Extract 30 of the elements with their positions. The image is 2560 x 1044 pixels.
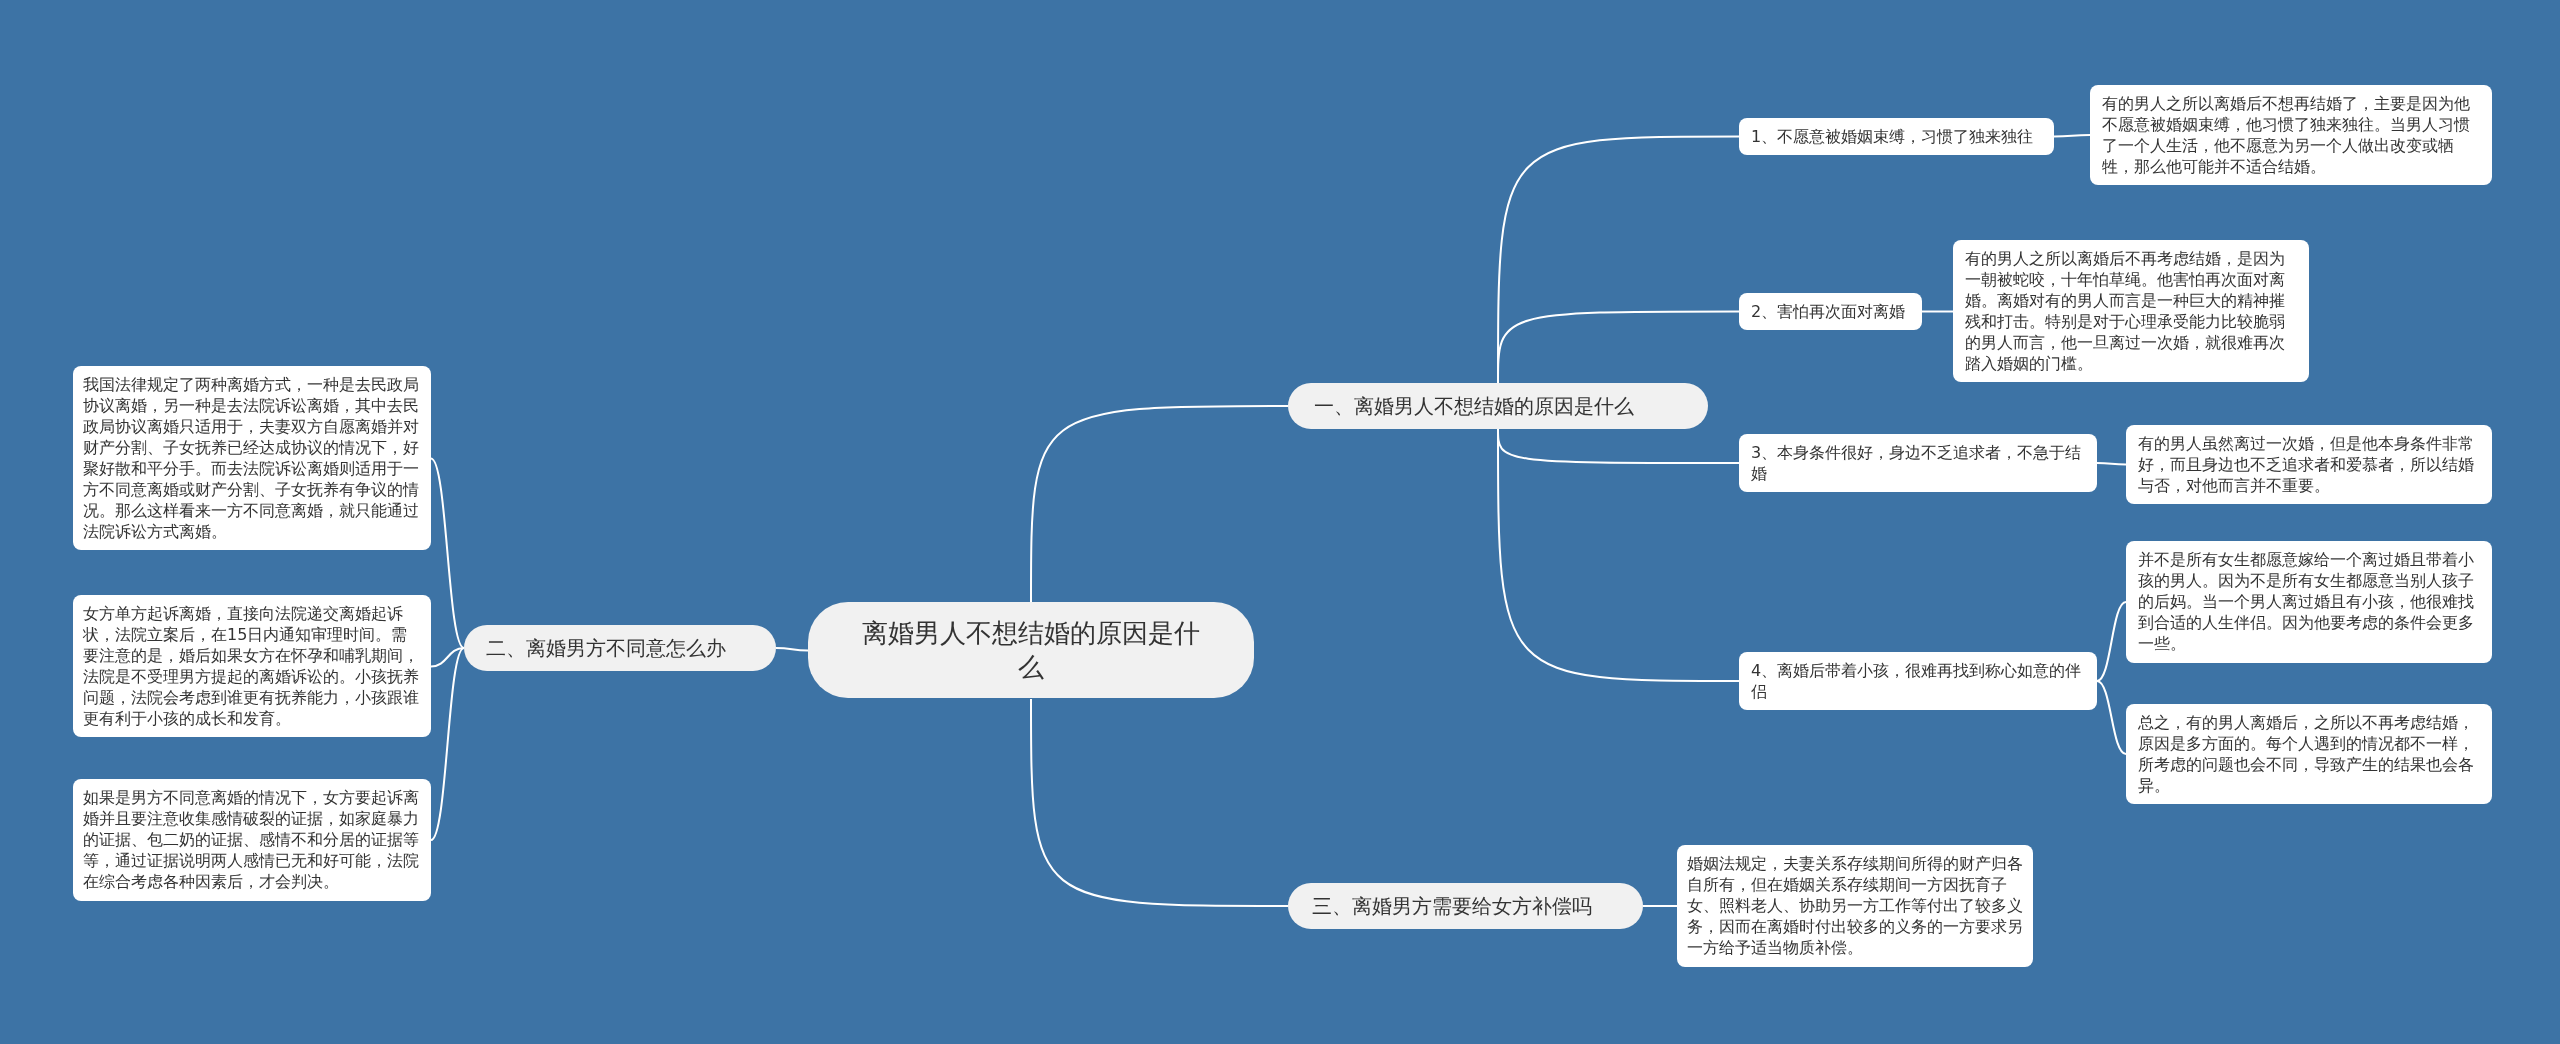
connector-line: [430, 647, 465, 841]
central-topic: 离婚男人不想结婚的原因是什么: [808, 601, 1254, 699]
note-box: 并不是所有女生都愿意嫁给一个离过婚且带着小孩的男人。因为不是所有女生都愿意当别人孩子的后妈。当一个男人离过婚且有小孩，他很难找到合适的人生伴侣。因为他要考虑的条件会更多一些。: [2126, 541, 2492, 663]
note-box: 有的男人之所以离婚后不想再结婚了，主要是因为他不愿意被婚姻束缚，他习惯了独来独往。当男人习惯了一个人生活，他不愿意为另一个人做出改变或牺牲，那么他可能并不适合结婚。: [2090, 85, 2492, 186]
subtopic-box: 2、害怕再次面对离婚: [1739, 292, 1922, 330]
connector-line: [1030, 405, 1289, 603]
connector-line: [2053, 134, 2091, 138]
connector-line: [430, 457, 465, 649]
note-box: 我国法律规定了两种离婚方式，一种是去民政局协议离婚，另一种是去法院诉讼离婚，其中去民政局协议离婚只适用于，夫妻双方自愿离婚并对财产分割、子女抚养已经达成协议的情况下，好聚好散和平分手。而去法院诉讼离婚则适用于一方不同意离婚或财产分割、子女抚养有争议的情况。那么这样看来一方不同意离婚，就只能通过法院诉讼方式离婚。: [73, 365, 431, 551]
note-box: 总之，有的男人离婚后，之所以不再考虑结婚，原因是多方面的。每个人遇到的情况都不一样，所考虑的问题也会不同，导致产生的结果也会各异。: [2126, 704, 2492, 805]
connector-line: [430, 647, 465, 668]
connector-line: [2096, 462, 2127, 466]
note-box: 女方单方起诉离婚，直接向法院递交离婚起诉状，法院立案后，在15日内通知审理时间。需要注意的是，婚后如果女方在怀孕和哺乳期间，法院是不受理男方提起的离婚诉讼的。小孩抚养问题，法院会考虑到谁更有抚养能力，小孩跟谁更有利于小孩的成长和发育。: [73, 594, 431, 738]
branch-topic: 二、离婚男方不同意怎么办: [464, 625, 776, 672]
connector-line: [2096, 601, 2127, 682]
connector-line: [1921, 310, 1954, 313]
note-box: 婚姻法规定，夫妻关系存续期间所得的财产归各自所有，但在婚姻关系存续期间一方因抚育子女、照料老人、协助另一方工作等付出了较多义务，因而在离婚时付出较多的义务的一方要求另一方给予适当物质补偿。: [1677, 845, 2033, 967]
branch-topic: 三、离婚男方需要给女方补偿吗: [1288, 883, 1643, 930]
connector-line: [775, 647, 809, 652]
connector-line: [2096, 680, 2127, 755]
note-box: 有的男人虽然离过一次婚，但是他本身条件非常好，而且身边也不乏追求者和爱慕者，所以结婚与否，对他而言并不重要。: [2126, 424, 2492, 504]
subtopic-box: 4、离婚后带着小孩，很难再找到称心如意的伴侣: [1739, 652, 2097, 711]
note-box: 有的男人之所以离婚后不再考虑结婚，是因为一朝被蛇咬，十年怕草绳。他害怕再次面对离婚。离婚对有的男人而言是一种巨大的精神摧残和打击。特别是对于心理承受能力比较脆弱的男人而言，他一旦离过一次婚，就很难再次踏入婚姻的门槛。: [1953, 239, 2309, 383]
connector-line: [1497, 310, 1740, 384]
subtopic-box: 3、本身条件很好，身边不乏追求者，不急于结婚: [1739, 434, 2097, 493]
branch-topic: 一、离婚男人不想结婚的原因是什么: [1288, 383, 1708, 430]
connector-line: [1642, 905, 1678, 907]
note-box: 如果是男方不同意离婚的情况下，女方要起诉离婚并且要注意收集感情破裂的证据，如家庭暴力的证据、包二奶的证据、感情不和分居的证据等等，通过证据说明两人感情已无和好可能，法院在综合考虑各种因素后，才会判决。: [73, 779, 431, 901]
connector-line: [1030, 698, 1289, 907]
subtopic-box: 1、不愿意被婚姻束缚，习惯了独来独往: [1739, 117, 2054, 155]
